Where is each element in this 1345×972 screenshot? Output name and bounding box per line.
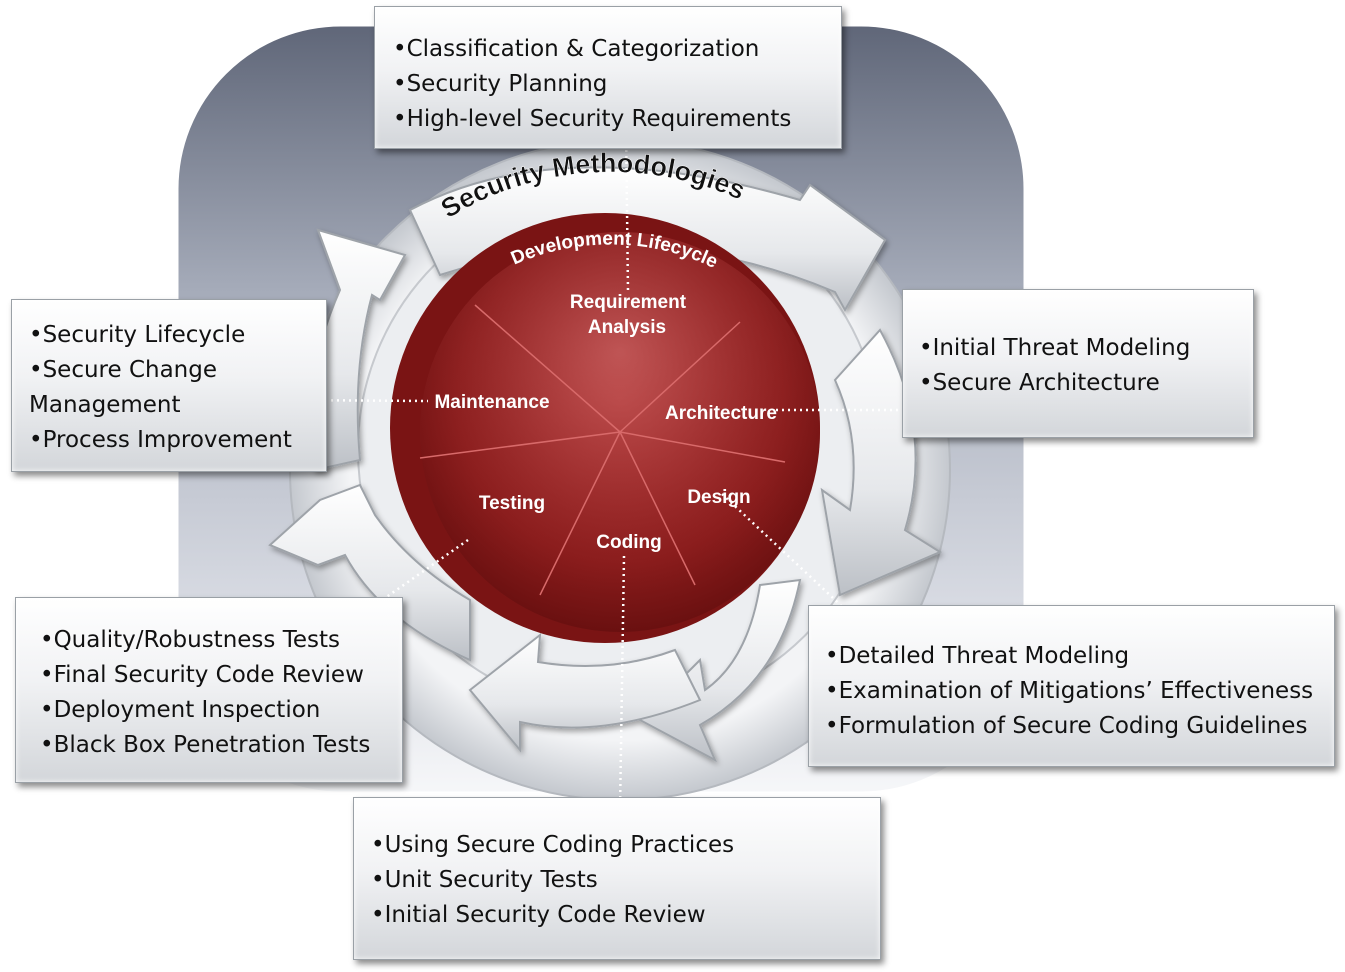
- phase-architecture: Architecture: [665, 403, 777, 424]
- testing-item: •Quality/Robustness Tests: [40, 627, 340, 653]
- phase-maintenance: Maintenance: [434, 392, 549, 413]
- phase-requirement-line1: Requirement: [570, 292, 687, 313]
- maintenance-item: •Security Lifecycle: [29, 322, 246, 348]
- coding-item: •Initial Security Code Review: [371, 902, 706, 928]
- coding-activities-box: •Using Secure Coding Practices •Unit Sec…: [353, 797, 881, 960]
- phase-design: Design: [687, 487, 750, 508]
- testing-item: •Deployment Inspection: [40, 697, 321, 723]
- requirements-item: •Classification & Categorization: [393, 36, 760, 62]
- arrow-bottom: [468, 632, 702, 753]
- design-item: •Detailed Threat Modeling: [825, 643, 1130, 669]
- coding-item: •Unit Security Tests: [371, 867, 598, 893]
- architecture-activities-box: •Initial Threat Modeling •Secure Archite…: [902, 289, 1254, 438]
- architecture-item: •Initial Threat Modeling: [919, 335, 1191, 361]
- testing-item: •Final Security Code Review: [40, 662, 364, 688]
- phase-requirement-line2: Analysis: [588, 317, 666, 338]
- design-activities-box: •Detailed Threat Modeling •Examination o…: [808, 605, 1335, 767]
- coding-item: •Using Secure Coding Practices: [371, 832, 735, 858]
- design-item: •Examination of Mitigations’ Effectivene…: [825, 678, 1314, 704]
- maintenance-item-continuation: Management: [29, 392, 181, 418]
- disc-dividers: [419, 304, 786, 596]
- arrow-bottom-left: [268, 483, 471, 662]
- requirements-activities-box: •Classification & Categorization •Securi…: [374, 6, 842, 149]
- testing-item: •Black Box Penetration Tests: [40, 732, 371, 758]
- architecture-item: •Secure Architecture: [919, 370, 1160, 396]
- maintenance-item: •Secure Change: [29, 357, 218, 383]
- requirements-item: •Security Planning: [393, 71, 608, 97]
- testing-activities-box: •Quality/Robustness Tests •Final Securit…: [15, 597, 403, 783]
- phase-coding: Coding: [596, 532, 661, 553]
- phase-testing: Testing: [479, 493, 545, 514]
- maintenance-item: •Process Improvement: [29, 427, 292, 453]
- design-item: •Formulation of Secure Coding Guidelines: [825, 713, 1308, 739]
- requirements-item: •High-level Security Requirements: [393, 106, 792, 132]
- arrow-bottom-right: [638, 578, 802, 763]
- maintenance-activities-box: •Security Lifecycle •Secure Change Manag…: [11, 299, 327, 472]
